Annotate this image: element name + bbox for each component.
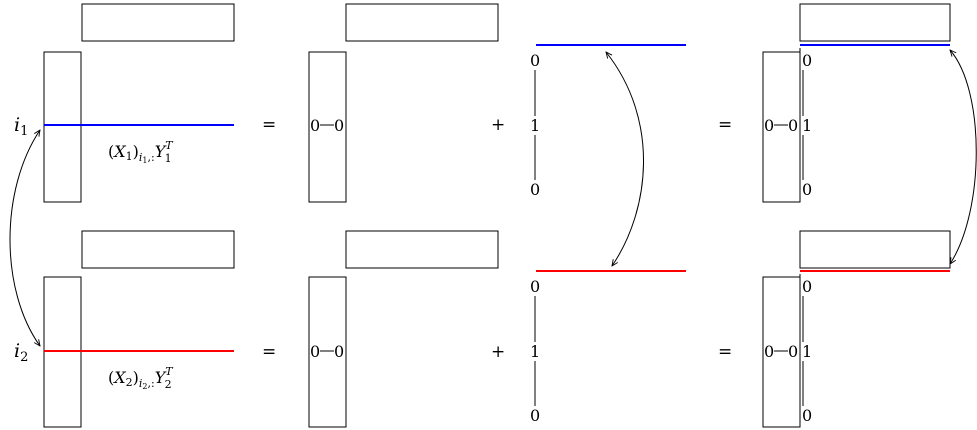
zero-left: 0 [310,116,320,135]
vec-mid: 1 [530,342,540,361]
x2-middle-box [345,230,499,269]
plus-sign: + [491,115,505,135]
vec-top: 0 [530,51,540,70]
result-vec-bot: 0 [802,406,812,425]
result-vec-bot: 0 [802,180,812,199]
result-zero-left: 0 [764,116,774,135]
plus-sign: + [491,342,505,362]
zero-right: 0 [334,116,344,135]
result-vec-mid: 1 [802,342,812,361]
result-top-box [799,230,951,269]
swap-arrow-left [9,130,40,346]
x2-middle-column-box [308,276,347,428]
equals-sign-2: = [718,115,732,135]
vec-bot: 0 [530,406,540,425]
result-top-box [799,3,951,42]
y1-transpose-box [81,3,235,42]
zero-left: 0 [310,342,320,361]
x1-middle-box [345,3,499,42]
result-zero-right: 0 [788,116,798,135]
row-index-label: i1 [14,114,28,139]
equals-sign-2: = [718,342,732,362]
result-vec-top: 0 [802,277,812,296]
x1-column-box [43,51,82,203]
y2-transpose-box [81,230,235,269]
result-vec-top: 0 [802,51,812,70]
result-vec-mid: 1 [802,116,812,135]
equals-sign: = [262,342,276,362]
swap-arrow-middle [606,52,644,266]
x1-middle-column-box [308,51,347,203]
vec-bot: 0 [530,180,540,199]
vec-mid: 1 [530,116,540,135]
equals-sign: = [262,115,276,135]
swap-arrow-right [950,50,977,264]
zero-right: 0 [334,342,344,361]
vec-top: 0 [530,277,540,296]
result-zero-right: 0 [788,342,798,361]
result-zero-left: 0 [764,342,774,361]
row-index-label: i2 [14,340,28,365]
